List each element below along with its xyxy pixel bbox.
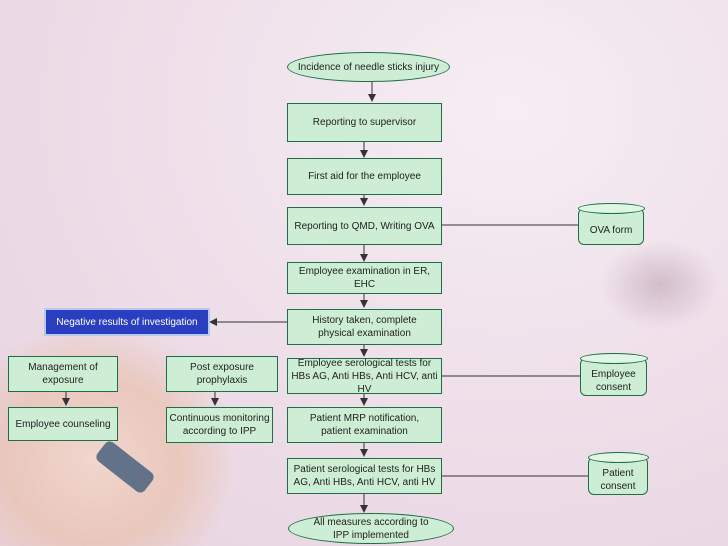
post-exposure-label: Post exposure prophylaxis xyxy=(190,362,254,386)
employee-examination-box: Employee examination in ER, EHC xyxy=(287,262,442,294)
reporting-supervisor-box: Reporting to supervisor xyxy=(287,103,442,142)
employee-examination-label: Employee examination in ER, EHC xyxy=(298,266,431,290)
continuous-monitoring-box: Continuous monitoring according to IPP xyxy=(166,407,273,443)
ova-form-label: OVA form xyxy=(589,225,633,236)
patient-notification-label: Patient MRP notification, patient examin… xyxy=(309,413,420,437)
ova-form-cylinder: OVA form xyxy=(577,203,645,245)
employee-consent-cylinder: Employee consent xyxy=(579,353,648,396)
patient-serological-tests-label: Patient serological tests for HBs AG, An… xyxy=(293,464,436,488)
reporting-qmd-box: Reporting to QMD, Writing OVA xyxy=(287,207,442,245)
negative-results-label: Negative results of investigation xyxy=(56,316,198,328)
employee-serological-tests-label: Employee serological tests for HBs AG, A… xyxy=(291,357,438,395)
start-node: Incidence of needle sticks injury xyxy=(287,52,450,82)
reporting-qmd-label: Reporting to QMD, Writing OVA xyxy=(294,220,435,232)
management-of-exposure-box: Management of exposure xyxy=(8,356,118,392)
employee-counseling-box: Employee counseling xyxy=(8,407,118,441)
history-box: History taken, complete physical examina… xyxy=(287,309,442,345)
employee-serological-tests-box: Employee serological tests for HBs AG, A… xyxy=(287,357,442,395)
first-aid-box: First aid for the employee xyxy=(287,158,442,195)
patient-serological-tests-box: Patient serological tests for HBs AG, An… xyxy=(287,458,442,494)
patient-consent-label: Patient consent xyxy=(600,468,636,492)
history-label: History taken, complete physical examina… xyxy=(312,315,417,339)
first-aid-label: First aid for the employee xyxy=(308,171,421,182)
patient-consent-cylinder: Patient consent xyxy=(587,452,649,495)
post-exposure-box: Post exposure prophylaxis xyxy=(166,356,278,392)
background-device-shape xyxy=(600,240,720,330)
patient-notification-box: Patient MRP notification, patient examin… xyxy=(287,407,442,443)
employee-consent-label: Employee consent xyxy=(591,369,636,393)
negative-results-box: Negative results of investigation xyxy=(44,308,210,336)
end-node-label: All measures according to IPP implemente… xyxy=(313,516,429,541)
management-of-exposure-label: Management of exposure xyxy=(28,362,98,386)
continuous-monitoring-label: Continuous monitoring according to IPP xyxy=(169,413,270,437)
end-node: All measures according to IPP implemente… xyxy=(288,513,454,544)
employee-counseling-label: Employee counseling xyxy=(15,418,111,430)
start-node-label: Incidence of needle sticks injury xyxy=(297,61,440,73)
reporting-supervisor-label: Reporting to supervisor xyxy=(312,117,417,128)
